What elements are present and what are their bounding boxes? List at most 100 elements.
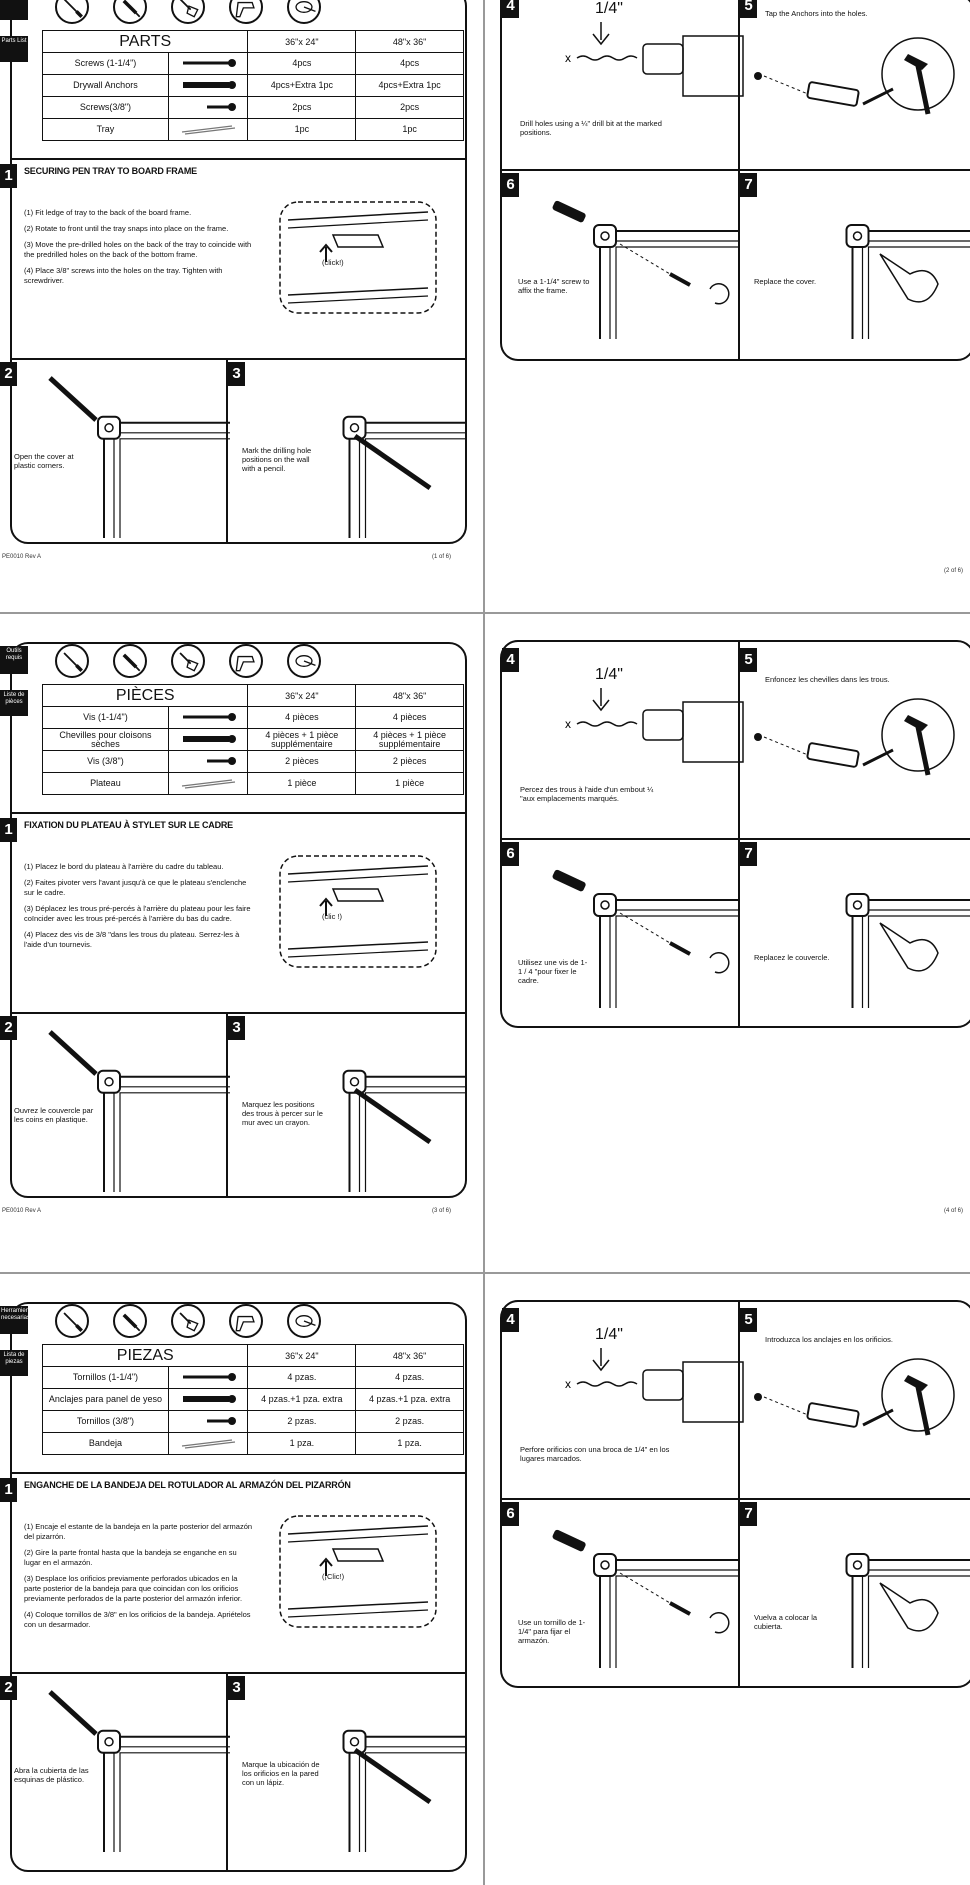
qty-a: 1pc bbox=[247, 118, 357, 141]
tools-tag: Herramientas necesarias bbox=[0, 1306, 37, 1334]
part-image bbox=[167, 96, 249, 119]
step-6-number: 6 bbox=[502, 842, 519, 866]
steps-box-es bbox=[500, 1300, 970, 1688]
step-4-number: 4 bbox=[502, 0, 519, 18]
mark-holes-illustration bbox=[342, 1069, 465, 1192]
section-divider bbox=[10, 1672, 467, 1674]
part-name: Tornillos (1-1/4") bbox=[42, 1366, 169, 1389]
tools-row bbox=[55, 0, 321, 24]
hammer-icon bbox=[171, 1304, 205, 1338]
size-header-b: 48"x 36" bbox=[355, 1344, 464, 1367]
step-3-text: Mark the drilling hole positions on the … bbox=[242, 446, 312, 473]
cell-divider bbox=[500, 838, 970, 840]
step-5-text: Tap the Anchors into the holes. bbox=[765, 9, 868, 18]
anchor-illustration bbox=[754, 698, 955, 776]
tape-measure-icon bbox=[287, 644, 321, 678]
part-name: Vis (1-1/4") bbox=[42, 706, 169, 729]
step-1-title: FIXATION DU PLATEAU À STYLET SUR LE CADR… bbox=[24, 820, 233, 830]
drill-icon bbox=[229, 1304, 263, 1338]
qty-a: 4 pièces bbox=[247, 706, 357, 729]
step-1-instructions: (1) Encaje el estante de la bandeja en l… bbox=[24, 1522, 254, 1636]
step-5-text: Enfoncez les chevilles dans les trous. bbox=[765, 675, 890, 684]
step-6-text: Use a 1-1/4" screw to affix the frame. bbox=[518, 277, 590, 295]
tray-illustration bbox=[279, 201, 437, 314]
tools-tag: Outils requis bbox=[0, 646, 28, 674]
click-label: (clic !) bbox=[322, 912, 342, 921]
qty-b: 4pcs bbox=[355, 52, 464, 75]
step-5-number: 5 bbox=[740, 1308, 757, 1332]
page-number: (2 of 6) bbox=[944, 568, 964, 574]
drill-bit-size: 1/4" bbox=[595, 1326, 623, 1343]
replace-cover-illustration bbox=[845, 1553, 970, 1668]
section-divider bbox=[10, 1472, 467, 1474]
qty-b: 1pc bbox=[355, 118, 464, 141]
part-image bbox=[167, 118, 249, 141]
step-4-number: 4 bbox=[502, 1308, 519, 1332]
step-4-text: Drill holes using a ¼" drill bit at the … bbox=[520, 119, 662, 137]
step-4-text: Perfore orificios con una broca de 1/4" … bbox=[520, 1445, 670, 1463]
part-name: Vis (3/8") bbox=[42, 750, 169, 773]
qty-b: 1 pza. bbox=[355, 1432, 464, 1455]
part-image bbox=[167, 1432, 249, 1455]
anchor-illustration bbox=[754, 37, 955, 115]
steps-box-fr bbox=[500, 640, 970, 1028]
center-divider bbox=[483, 0, 485, 1885]
drill-illustration: x bbox=[565, 688, 744, 763]
step-6-number: 6 bbox=[502, 1502, 519, 1526]
tools-tag: Tools bbox=[0, 0, 28, 20]
footer-code: PE0010 Rev A bbox=[2, 1208, 42, 1214]
step-1-item: (4) Placez des vis de 3/8 "dans les trou… bbox=[24, 930, 240, 949]
tray-illustration bbox=[279, 855, 437, 968]
qty-a: 4 pzas.+1 pza. extra bbox=[247, 1388, 357, 1411]
divider-1 bbox=[0, 612, 970, 614]
part-icon bbox=[183, 734, 237, 743]
click-label: (¡Clic!) bbox=[322, 1572, 345, 1581]
open-cover-illustration bbox=[48, 376, 230, 538]
step-7-text: Replacez le couvercle. bbox=[754, 953, 830, 962]
parts-tag: Liste de pièces bbox=[0, 690, 28, 716]
part-image bbox=[167, 1388, 249, 1411]
step-3-text: Marque la ubicación de los orificios en … bbox=[242, 1760, 320, 1787]
section-divider bbox=[10, 358, 467, 360]
step-5-text: Introduzca los anclajes en los orificios… bbox=[765, 1335, 893, 1344]
part-image bbox=[167, 750, 249, 773]
svg-text:x: x bbox=[565, 717, 571, 731]
step-2-text: Ouvrez le couvercle par les coins en pla… bbox=[14, 1106, 94, 1124]
step-7-number: 7 bbox=[740, 173, 757, 197]
step-1-item: (3) Move the pre-drilled holes on the ba… bbox=[24, 240, 252, 259]
open-cover-illustration bbox=[48, 1690, 230, 1852]
section-divider bbox=[10, 1012, 467, 1014]
parts-tag: Lista de piezas bbox=[0, 1350, 28, 1376]
part-image bbox=[167, 74, 249, 97]
cell-divider bbox=[738, 640, 740, 1028]
drill-icon bbox=[229, 644, 263, 678]
qty-a: 4pcs bbox=[247, 52, 357, 75]
size-header-a: 36"x 24" bbox=[247, 684, 357, 707]
page-number: (1 of 6) bbox=[432, 554, 452, 560]
anchor-illustration bbox=[754, 1358, 955, 1436]
step-2-number: 2 bbox=[0, 362, 17, 386]
part-icon bbox=[182, 1438, 236, 1449]
step-2-text: Open the cover at plastic corners. bbox=[14, 452, 74, 470]
drill-illustration: x bbox=[565, 1348, 744, 1423]
part-icon bbox=[182, 778, 236, 789]
part-icon bbox=[183, 1394, 237, 1403]
screw-frame-illustration bbox=[552, 200, 740, 339]
qty-a: 4 pièces + 1 pièce supplémentaire bbox=[247, 728, 357, 751]
section-divider bbox=[10, 158, 467, 160]
qty-a: 4pcs+Extra 1pc bbox=[247, 74, 357, 97]
part-name: Plateau bbox=[42, 772, 169, 795]
step-1-number: 1 bbox=[0, 818, 17, 842]
page-number: (3 of 6) bbox=[432, 1208, 452, 1214]
step-4-text: Percez des trous à l'aide d'un embout ¼ … bbox=[520, 785, 654, 803]
svg-text:x: x bbox=[565, 51, 571, 65]
screwdriver-icon bbox=[55, 644, 89, 678]
part-icon bbox=[207, 1416, 237, 1425]
qty-b: 4pcs+Extra 1pc bbox=[355, 74, 464, 97]
step-4-number: 4 bbox=[502, 648, 519, 672]
